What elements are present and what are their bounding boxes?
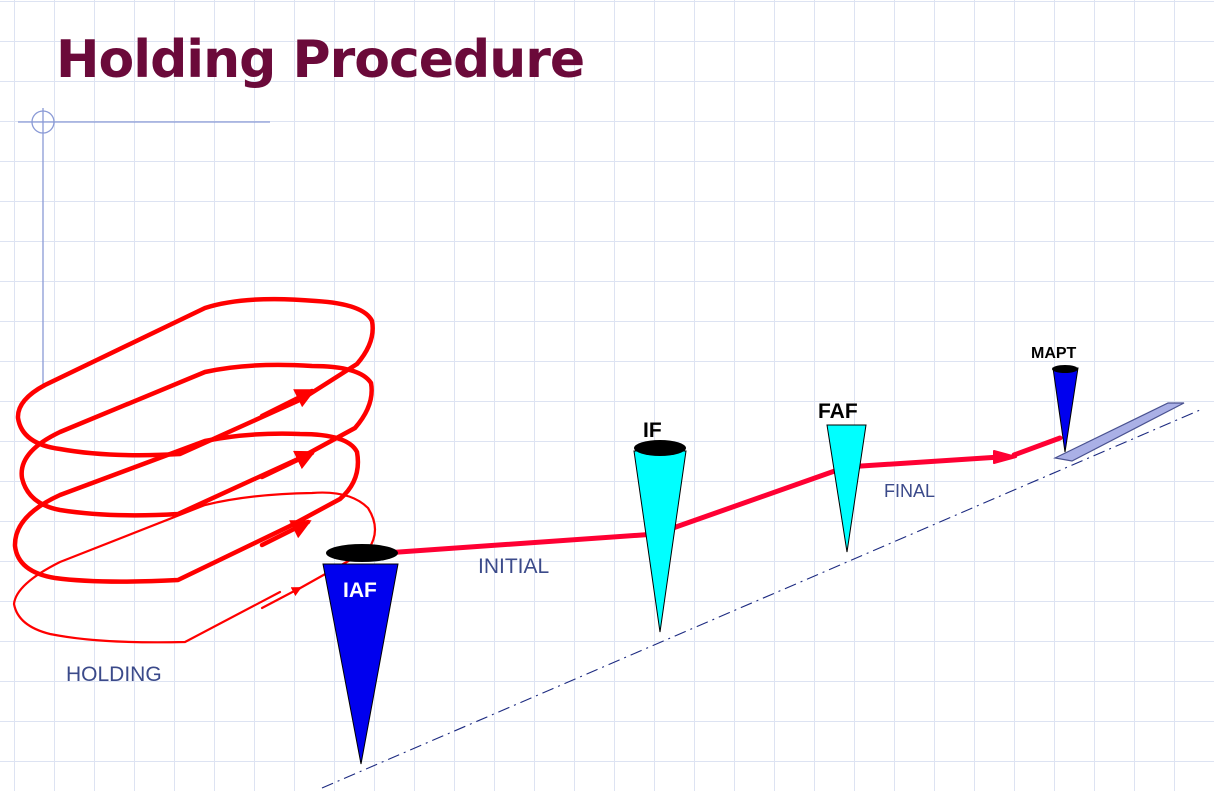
page-title: Holding Procedure [56, 30, 585, 90]
segment-label-holding: HOLDING [66, 663, 162, 686]
runway [1053, 402, 1185, 462]
ground-reference-line [321, 409, 1201, 789]
crosshair-icon [18, 108, 270, 388]
holding-arrow-2 [259, 519, 312, 548]
holding-arrow-3 [259, 450, 316, 480]
mapt-fix [1052, 365, 1079, 453]
fix-label-if: IF [643, 419, 662, 442]
holding-arrow-lower [260, 586, 302, 610]
holding-loop-2 [12, 431, 361, 584]
faf-fix [826, 424, 867, 553]
segment-label-initial: INITIAL [478, 555, 549, 578]
iaf-cone-icon [322, 563, 399, 765]
approach-path [382, 435, 1063, 556]
fix-label-iaf: IAF [343, 579, 377, 602]
holding-pattern [12, 296, 377, 644]
holding-loop-top [15, 296, 375, 458]
fix-label-mapt: MAPT [1031, 345, 1077, 362]
fix-label-faf: FAF [818, 400, 858, 423]
faf-cone-icon [826, 424, 867, 553]
holding-arrow-top [259, 388, 316, 419]
holding-loop-lower [12, 491, 377, 644]
if-cone-icon [633, 450, 687, 633]
segment-label-final: FINAL [884, 481, 935, 501]
holding-loop-3 [19, 362, 374, 518]
iaf-fix [322, 544, 399, 765]
if-fix [633, 440, 687, 633]
